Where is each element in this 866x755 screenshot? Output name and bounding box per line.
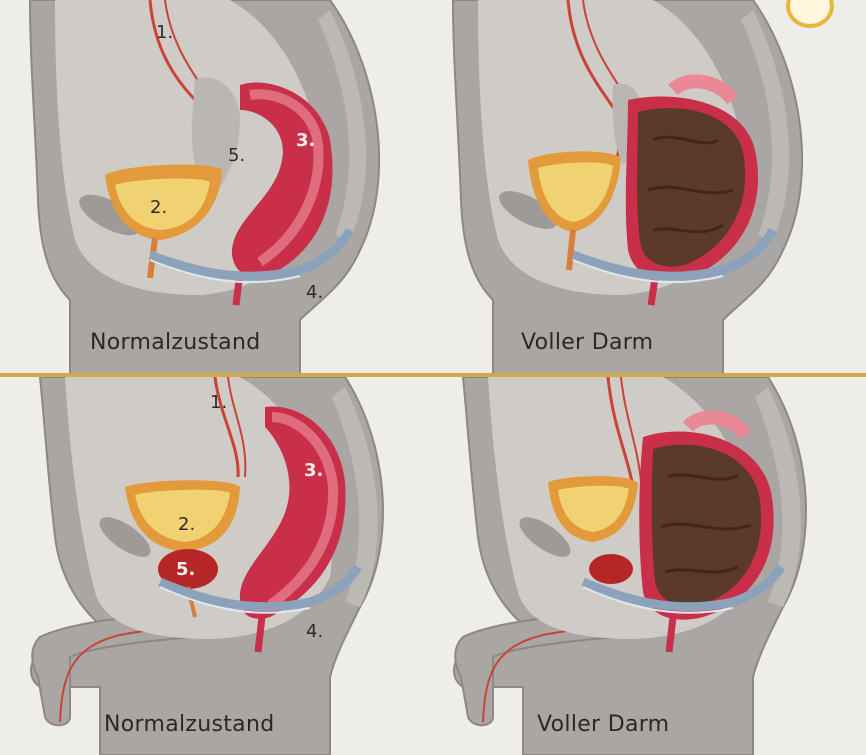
label-rectum: 3. bbox=[296, 130, 315, 151]
label-pelvic-floor: 4. bbox=[306, 282, 323, 303]
male-normal-illustration bbox=[0, 377, 433, 755]
female-full-bowel-illustration bbox=[433, 0, 866, 374]
anal-canal bbox=[258, 617, 262, 652]
label-bladder: 2. bbox=[150, 197, 167, 218]
label-rectum: 3. bbox=[304, 460, 323, 481]
caption-full-bowel: Voller Darm bbox=[521, 330, 653, 355]
panel-female-normal: 1. 2. 3. 4. 5. Normalzustand bbox=[0, 0, 433, 374]
caption-normal: Normalzustand bbox=[90, 330, 260, 355]
label-ureter: 1. bbox=[156, 22, 173, 43]
anal-canal bbox=[669, 617, 673, 652]
caption-full-bowel: Voller Darm bbox=[537, 712, 669, 737]
female-normal-illustration bbox=[0, 0, 433, 374]
label-uterus: 5. bbox=[228, 145, 245, 166]
label-bladder: 2. bbox=[178, 514, 195, 535]
panel-male-normal: 1. 2. 3. 4. 5. Normalzustand bbox=[0, 377, 433, 755]
panel-female-full-bowel: Voller Darm bbox=[433, 0, 866, 374]
label-prostate: 5. bbox=[176, 559, 195, 580]
label-ureter: 1. bbox=[210, 392, 227, 413]
urethra bbox=[569, 230, 573, 270]
panel-male-full-bowel: Voller Darm bbox=[433, 377, 866, 755]
label-pelvic-floor: 4. bbox=[306, 621, 323, 642]
prostate bbox=[589, 554, 633, 584]
male-full-bowel-illustration bbox=[433, 377, 866, 755]
caption-normal: Normalzustand bbox=[104, 712, 274, 737]
